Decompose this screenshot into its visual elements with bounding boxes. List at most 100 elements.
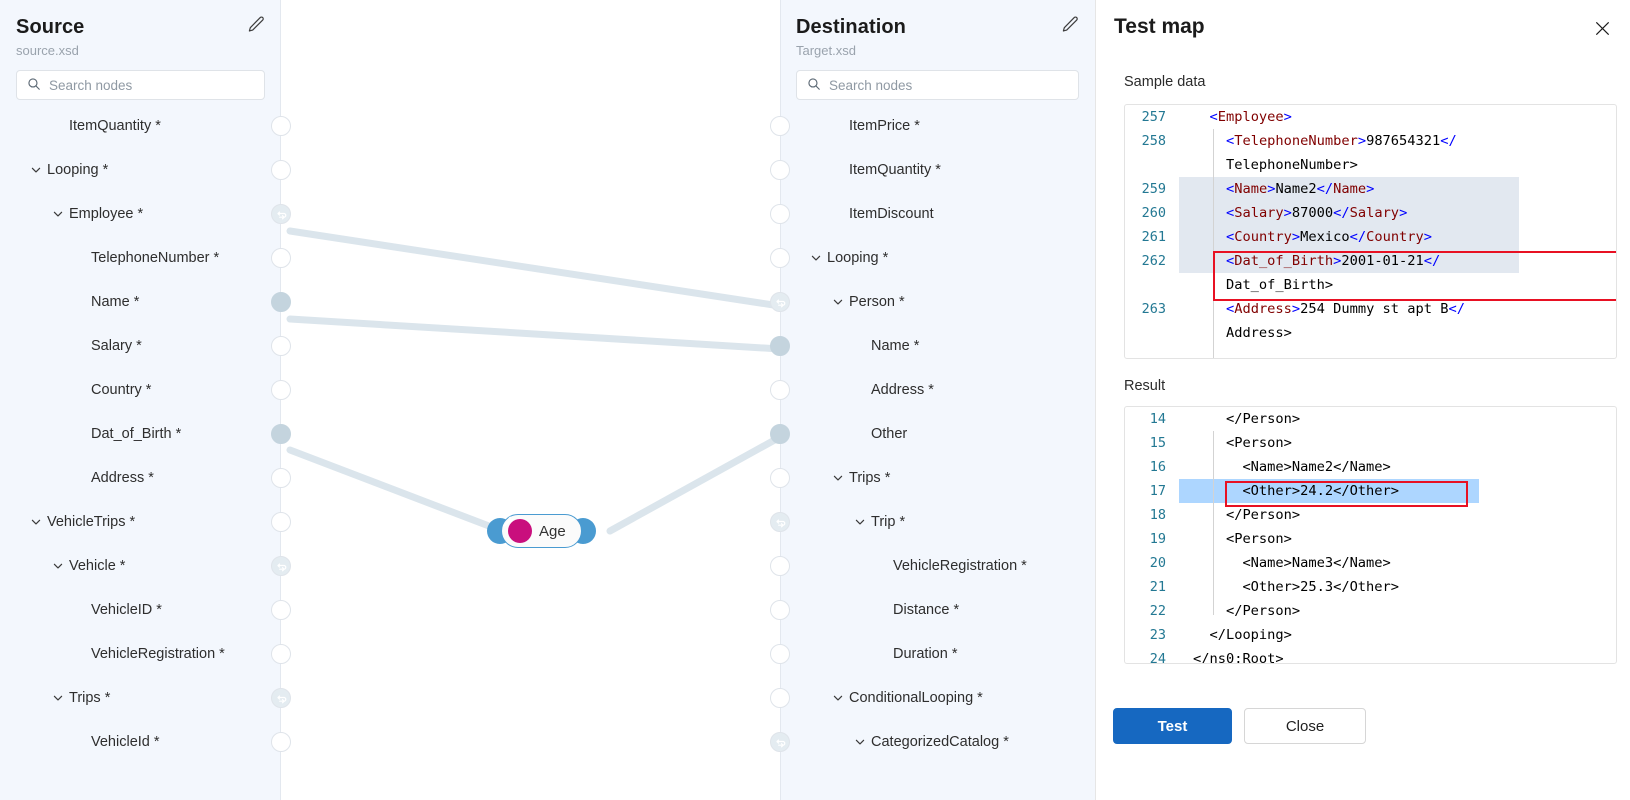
- code-line[interactable]: 259 <Name>Name2</Name>: [1125, 177, 1616, 201]
- tree-node[interactable]: Salary *: [0, 324, 291, 368]
- tree-node[interactable]: Name *: [770, 324, 1095, 368]
- code-line[interactable]: 20 <Name>Name3</Name>: [1125, 551, 1616, 575]
- tree-node[interactable]: Address *: [770, 368, 1095, 412]
- node-connection-handle[interactable]: [770, 248, 790, 268]
- tree-node[interactable]: Other: [770, 412, 1095, 456]
- code-line[interactable]: Dat_of_Birth>: [1125, 273, 1616, 297]
- node-connection-handle[interactable]: [770, 688, 790, 708]
- code-line[interactable]: 15 <Person>: [1125, 431, 1616, 455]
- code-line[interactable]: 262 <Dat_of_Birth>2001-01-21</: [1125, 249, 1616, 273]
- result-editor[interactable]: 14 </Person>15 <Person>16 <Name>Name2</N…: [1124, 406, 1617, 664]
- code-line[interactable]: TelephoneNumber>: [1125, 153, 1616, 177]
- tree-node[interactable]: Looping *: [0, 148, 291, 192]
- function-node-body[interactable]: Age: [501, 514, 582, 548]
- node-connection-handle[interactable]: [271, 600, 291, 620]
- chevron-down-icon[interactable]: [854, 736, 866, 748]
- search-input[interactable]: [49, 77, 254, 93]
- tree-node[interactable]: VehicleID *: [0, 588, 291, 632]
- code-line[interactable]: 260 <Salary>87000</Salary>: [1125, 201, 1616, 225]
- node-connection-handle[interactable]: [770, 380, 790, 400]
- node-connection-handle[interactable]: [770, 644, 790, 664]
- chevron-down-icon[interactable]: [832, 692, 844, 704]
- tree-node[interactable]: Vehicle *: [0, 544, 291, 588]
- tree-node[interactable]: Name *: [0, 280, 291, 324]
- tree-node[interactable]: ItemPrice *: [770, 104, 1095, 148]
- search-input[interactable]: [829, 77, 1068, 93]
- tree-node[interactable]: Address *: [0, 456, 291, 500]
- node-connection-handle[interactable]: [271, 160, 291, 180]
- node-connection-handle[interactable]: [271, 292, 291, 312]
- node-connection-handle[interactable]: [271, 512, 291, 532]
- chevron-down-icon[interactable]: [832, 472, 844, 484]
- node-loop-handle[interactable]: [770, 512, 790, 532]
- code-line[interactable]: 22 </Person>: [1125, 599, 1616, 623]
- node-connection-handle[interactable]: [271, 644, 291, 664]
- chevron-down-icon[interactable]: [832, 296, 844, 308]
- chevron-down-icon[interactable]: [52, 208, 64, 220]
- node-connection-handle[interactable]: [271, 424, 291, 444]
- tree-node[interactable]: ItemQuantity *: [770, 148, 1095, 192]
- connection-age-to-other[interactable]: [606, 433, 784, 535]
- chevron-down-icon[interactable]: [30, 516, 42, 528]
- code-line[interactable]: 23 </Looping>: [1125, 623, 1616, 647]
- node-loop-handle[interactable]: [271, 556, 291, 576]
- tree-node[interactable]: Duration *: [770, 632, 1095, 676]
- tree-node[interactable]: VehicleRegistration *: [770, 544, 1095, 588]
- destination-search-box[interactable]: [796, 70, 1079, 100]
- sample-data-editor[interactable]: 257 <Employee>258 <TelephoneNumber>98765…: [1124, 104, 1617, 359]
- node-connection-handle[interactable]: [271, 336, 291, 356]
- result-code[interactable]: 14 </Person>15 <Person>16 <Name>Name2</N…: [1125, 407, 1616, 663]
- tree-node[interactable]: VehicleTrips *: [0, 500, 291, 544]
- code-line[interactable]: 257 <Employee>: [1125, 105, 1616, 129]
- node-connection-handle[interactable]: [770, 468, 790, 488]
- tree-node[interactable]: Trip *: [770, 500, 1095, 544]
- code-line[interactable]: 14 </Person>: [1125, 407, 1616, 431]
- connection-name-to-name[interactable]: [286, 315, 784, 353]
- pencil-icon[interactable]: [245, 14, 267, 36]
- function-node-age[interactable]: Age: [487, 514, 596, 548]
- node-loop-handle[interactable]: [271, 204, 291, 224]
- tree-node[interactable]: Trips *: [770, 456, 1095, 500]
- tree-node[interactable]: VehicleId *: [0, 720, 291, 764]
- chevron-down-icon[interactable]: [810, 252, 822, 264]
- code-line[interactable]: Address>: [1125, 321, 1616, 345]
- node-connection-handle[interactable]: [271, 380, 291, 400]
- node-connection-handle[interactable]: [271, 116, 291, 136]
- node-connection-handle[interactable]: [770, 116, 790, 136]
- node-connection-handle[interactable]: [770, 160, 790, 180]
- node-connection-handle[interactable]: [770, 600, 790, 620]
- node-loop-handle[interactable]: [770, 292, 790, 312]
- tree-node[interactable]: ItemDiscount: [770, 192, 1095, 236]
- tree-node[interactable]: Person *: [770, 280, 1095, 324]
- source-search-box[interactable]: [16, 70, 265, 100]
- node-loop-handle[interactable]: [271, 688, 291, 708]
- connection-employee-to-person[interactable]: [286, 227, 784, 310]
- chevron-down-icon[interactable]: [854, 516, 866, 528]
- code-line[interactable]: 19 <Person>: [1125, 527, 1616, 551]
- tree-node[interactable]: ItemQuantity *: [0, 104, 291, 148]
- chevron-down-icon[interactable]: [52, 692, 64, 704]
- sample-data-code[interactable]: 257 <Employee>258 <TelephoneNumber>98765…: [1125, 105, 1616, 358]
- tree-node[interactable]: Dat_of_Birth *: [0, 412, 291, 456]
- chevron-down-icon[interactable]: [30, 164, 42, 176]
- close-icon[interactable]: [1588, 14, 1616, 42]
- node-connection-handle[interactable]: [770, 424, 790, 444]
- node-connection-handle[interactable]: [770, 204, 790, 224]
- code-line[interactable]: 258 <TelephoneNumber>987654321</: [1125, 129, 1616, 153]
- code-line[interactable]: 16 <Name>Name2</Name>: [1125, 455, 1616, 479]
- tree-node[interactable]: VehicleRegistration *: [0, 632, 291, 676]
- code-line[interactable]: 17 <Other>24.2</Other>: [1125, 479, 1616, 503]
- code-line[interactable]: 263 <Address>254 Dummy st apt B</: [1125, 297, 1616, 321]
- code-line[interactable]: 261 <Country>Mexico</Country>: [1125, 225, 1616, 249]
- tree-node[interactable]: Distance *: [770, 588, 1095, 632]
- tree-node[interactable]: Employee *: [0, 192, 291, 236]
- pencil-icon[interactable]: [1059, 14, 1081, 36]
- node-connection-handle[interactable]: [271, 732, 291, 752]
- tree-node[interactable]: Trips *: [0, 676, 291, 720]
- code-line[interactable]: 18 </Person>: [1125, 503, 1616, 527]
- connection-dateofbirth-to-age[interactable]: [286, 446, 506, 535]
- tree-node[interactable]: ConditionalLooping *: [770, 676, 1095, 720]
- node-loop-handle[interactable]: [770, 732, 790, 752]
- code-line[interactable]: 21 <Other>25.3</Other>: [1125, 575, 1616, 599]
- close-button[interactable]: Close: [1244, 708, 1366, 744]
